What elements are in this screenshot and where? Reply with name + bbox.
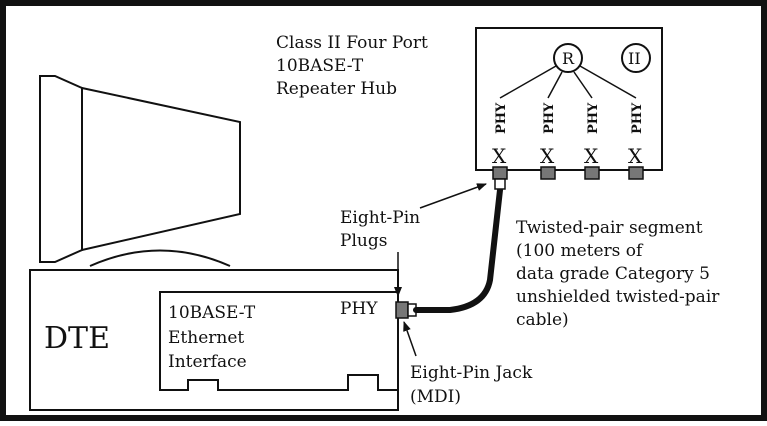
hub-port-label: PHY [586,102,601,134]
twisted-pair-cable [413,187,503,313]
jack-arrow [403,321,417,357]
hub-port-label: PHY [494,102,509,134]
class-symbol: II [628,49,641,68]
segment-label-line1: Twisted-pair segment [516,218,703,238]
dte-label: DTE [44,321,110,356]
segment-label-line2: (100 meters of [516,241,644,261]
segment-label-line4: unshielded twisted-pair [516,287,720,307]
repeater-symbol: R [562,49,575,68]
hub-port-label: PHY [542,102,557,134]
hub-port-3: PHY X [584,102,601,180]
ethernet-interface-card: 10BASE-T Ethernet Interface PHY [159,291,399,391]
hub-port-4: PHY X [628,102,645,180]
card-label-line3: Interface [168,352,247,372]
segment-label-line3: data grade Category 5 [516,264,710,284]
jack-label-line1: Eight-Pin Jack [410,363,533,383]
card-phy-label: PHY [340,299,378,319]
class-circle [621,43,651,73]
plugs-callout: Eight-Pin Plugs [340,183,487,297]
hub-port-1: PHY X [492,102,509,190]
hub-title-line2: 10BASE-T [276,56,364,76]
hub-port-label: PHY [630,102,645,134]
hub-port-marker: X [584,144,599,168]
repeater-circle [553,43,583,73]
plugs-label-line1: Eight-Pin [340,208,420,228]
hub-port-marker: X [540,144,555,168]
segment-label-line5: cable) [516,310,569,330]
card-label-line2: Ethernet [168,328,244,348]
hub-port-marker: X [628,144,643,168]
monitor [39,75,241,267]
jack-callout: Eight-Pin Jack (MDI) [403,321,533,407]
card-label-line1: 10BASE-T [168,303,256,323]
hub-title-line3: Repeater Hub [276,79,397,99]
jack-label-line2: (MDI) [410,387,461,407]
plugs-arrow-hub [419,183,487,209]
hub-title: Class II Four Port 10BASE-T Repeater Hub [276,33,428,99]
plugs-label-line2: Plugs [340,231,387,251]
hub-title-line1: Class II Four Port [276,33,428,53]
segment-label: Twisted-pair segment (100 meters of data… [516,218,720,330]
repeater-hub: R II PHY X PHY X PHY X PHY X [475,27,663,190]
hub-port-marker: X [492,144,507,168]
hub-port-2: PHY X [540,102,557,180]
